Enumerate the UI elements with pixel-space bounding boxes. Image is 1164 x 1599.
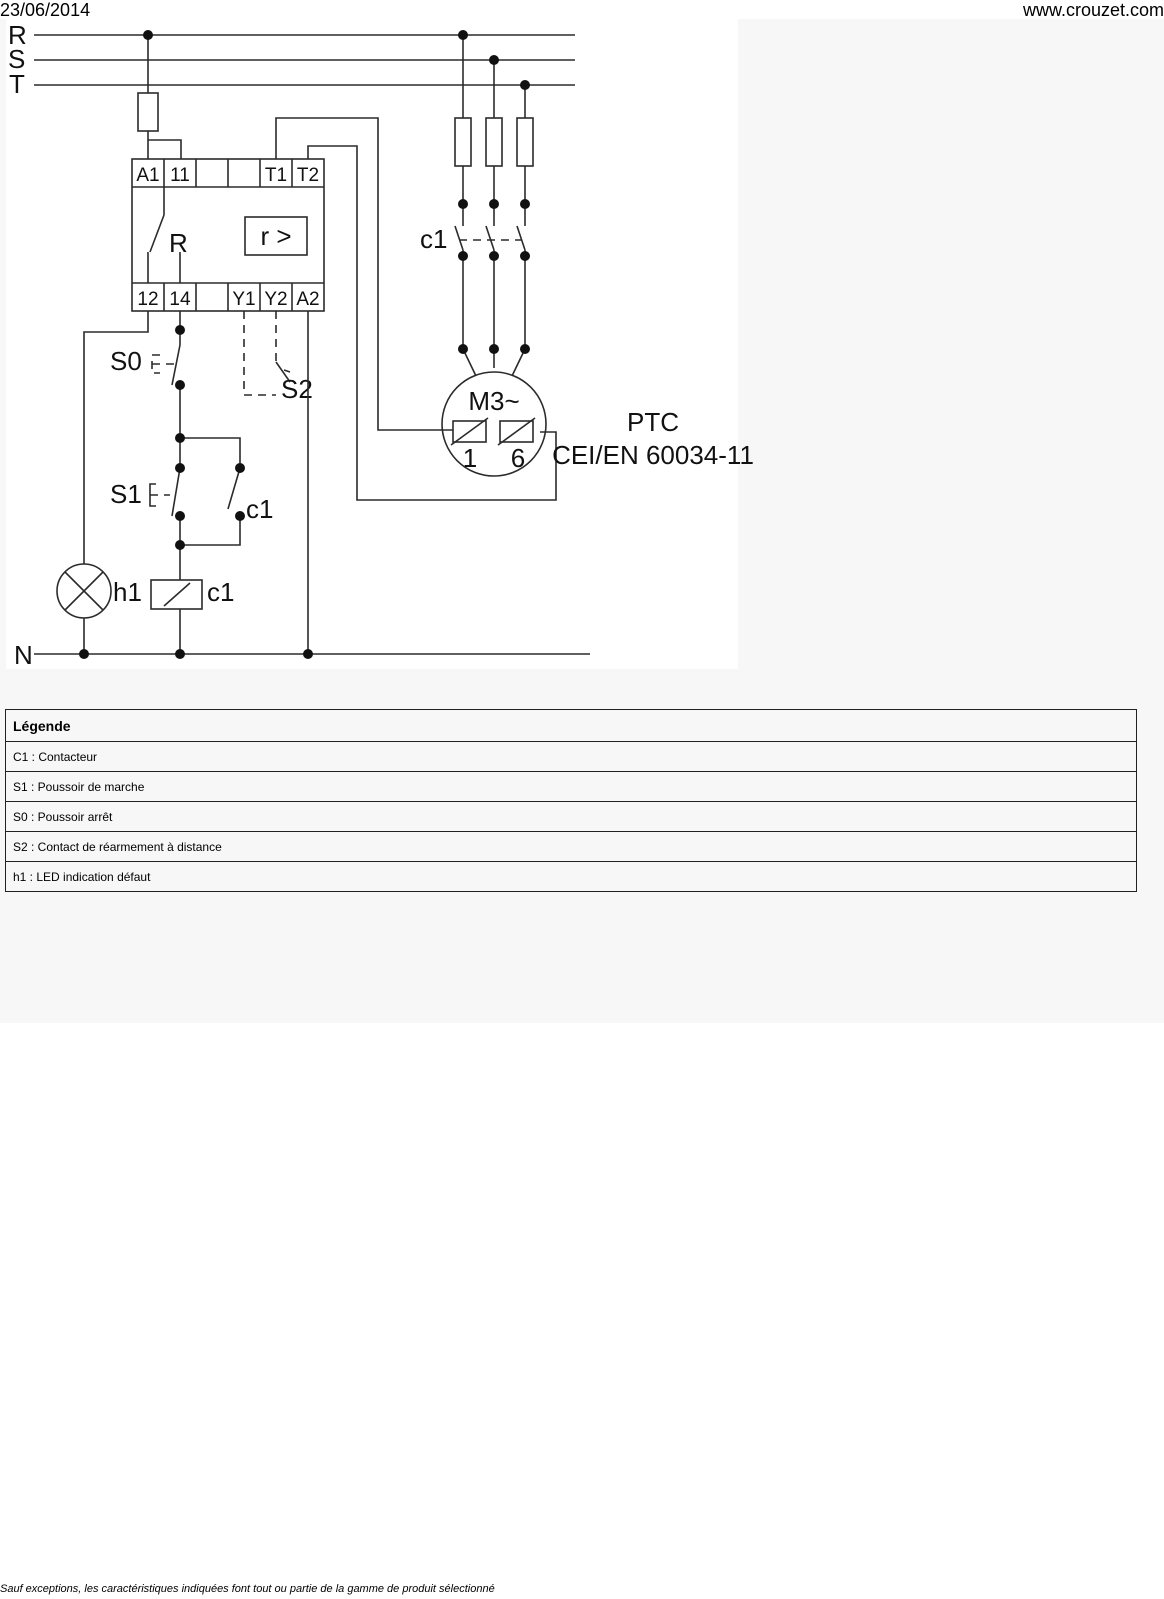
ptc-standard: CEI/EN 60034-11	[552, 440, 754, 470]
terminal-t1: T1	[265, 165, 287, 186]
diagram-background	[6, 19, 738, 669]
h1-label: h1	[113, 577, 142, 607]
phase-s-label: S	[8, 44, 25, 74]
legend-row: C1 : Contacteur	[5, 741, 1137, 772]
legend-row: h1 : LED indication défaut	[5, 861, 1137, 892]
motor-label: M3~	[468, 386, 519, 416]
relay-contact-label: R	[169, 228, 188, 258]
s0-label: S0	[110, 346, 142, 376]
junction-dots	[79, 30, 530, 659]
motor-m3	[441, 371, 547, 477]
phase-r-label: R	[8, 20, 27, 50]
terminal-11: 11	[170, 165, 190, 186]
lamp-h1	[56, 563, 112, 619]
ptc-wire-t1	[275, 117, 453, 431]
c1-coil-label: c1	[207, 577, 234, 607]
legend-table: Légende C1 : Contacteur S1 : Poussoir de…	[5, 709, 1137, 892]
terminal-t2: T2	[297, 165, 319, 186]
terminal-12: 12	[137, 289, 158, 310]
terminal-14: 14	[169, 289, 191, 310]
power-fuse-3	[516, 117, 534, 167]
footer-disclaimer: Sauf exceptions, les caractéristiques in…	[0, 1583, 495, 1595]
ptc-title: PTC	[627, 407, 679, 437]
phase-t-label: T	[9, 69, 25, 99]
neutral-label: N	[14, 640, 33, 670]
terminal-a1: A1	[136, 165, 159, 186]
wiring-diagram: R S T N A1 11 T1 T2 12 14 Y1 Y2 A2	[8, 20, 754, 670]
control-relay: A1 11 T1 T2 12 14 Y1 Y2 A2 R r >	[131, 158, 325, 312]
terminal-y1: Y1	[232, 289, 255, 310]
legend-row: S1 : Poussoir de marche	[5, 771, 1137, 802]
legend-title: Légende	[5, 709, 1137, 742]
c1-contact-label: c1	[246, 494, 273, 524]
ptc-wire-t2	[307, 145, 557, 501]
c1-power-label: c1	[420, 224, 447, 254]
relay-function-label: r >	[260, 221, 291, 251]
s2-wire-y1	[243, 311, 276, 396]
print-date: 23/06/2014	[0, 0, 91, 20]
power-fuse-1	[454, 117, 472, 167]
ptc-terminal-1: 1	[463, 443, 477, 473]
legend-row: S0 : Poussoir arrêt	[5, 801, 1137, 832]
site-url: www.crouzet.com	[1022, 0, 1164, 20]
s1-label: S1	[110, 479, 142, 509]
control-fuse	[137, 92, 159, 132]
coil-c1	[150, 579, 203, 610]
power-fuse-2	[485, 117, 503, 167]
ptc-terminal-6: 6	[511, 443, 525, 473]
legend-row: S2 : Contact de réarmement à distance	[5, 831, 1137, 862]
terminal-a2: A2	[296, 289, 319, 310]
terminal-y2: Y2	[264, 289, 287, 310]
